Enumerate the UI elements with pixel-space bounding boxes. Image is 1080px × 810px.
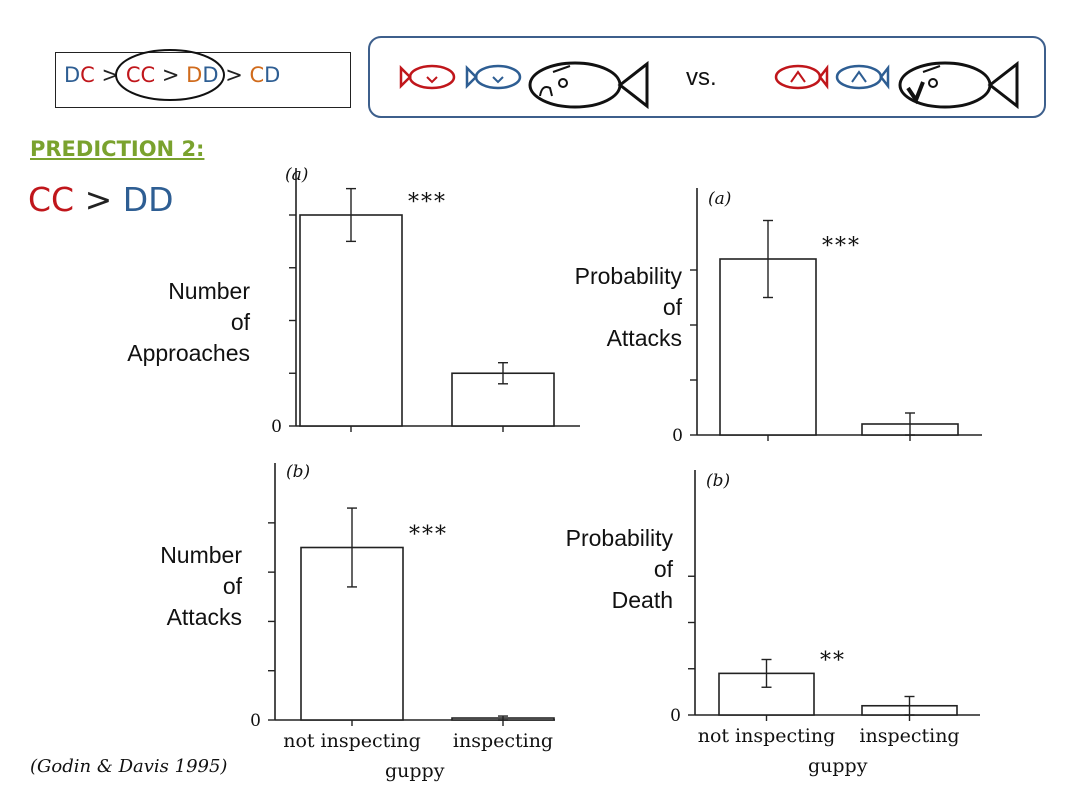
predator-fish-icon [898,60,1019,110]
chart-prob-death: 0 (b) ** not inspecting inspecting [670,470,980,747]
ylabel-line: Death [611,587,673,613]
panel-tag: (b) [706,471,730,491]
citation: (Godin & Davis 1995) [30,756,228,777]
category-label-0: not inspecting [283,730,421,752]
ylabel-line: of [230,309,250,335]
fish-illustration-left [399,60,649,110]
ylabel-line: Probability [574,263,682,289]
chart-approaches: 0 (a) *** [271,165,580,437]
significance-label: *** [408,190,447,215]
strategy-ordering-box [55,52,351,108]
hypothesis: CC > DD [28,180,174,219]
panel-tag: (a) [285,165,308,185]
significance-label: ** [820,648,846,673]
predator-fish-icon [528,60,649,110]
hypothesis-op: > [84,180,113,219]
category-label-0: not inspecting [698,725,836,747]
ylabel-line: Probability [565,525,673,551]
y-tick-label: 0 [250,711,261,731]
ylabel-line: Number [168,278,250,304]
panel-tag: (b) [286,462,310,482]
prediction-heading: PREDICTION 2: [30,137,205,161]
significance-label: *** [822,234,861,259]
fish-illustration-right [774,60,1019,110]
strategy-ordering: DC > CC > DD > CD [64,63,281,87]
fish-comparison-panel [368,36,1046,118]
ordering-dd: DD [186,63,219,87]
y-tick-label: 0 [672,426,683,446]
xlabel-guppy-left: guppy [385,760,445,782]
ordering-cd: CD [249,63,281,87]
blue-fish-icon [465,64,522,90]
ylabel-line: Approaches [127,340,250,366]
y-tick-label: 0 [670,706,681,726]
red-fish-icon [774,64,829,90]
ylabel-line: of [662,294,682,320]
category-label-1: inspecting [859,725,959,747]
ordering-cc: CC [125,63,156,87]
ordering-dc: DC [64,63,95,87]
ordering-highlight-ellipse [115,49,225,101]
bar-0 [299,214,403,427]
ylabel-line: of [222,573,242,599]
red-fish-icon [399,64,456,90]
ylabel-line: Attacks [166,604,242,630]
hypothesis-right: DD [122,180,174,219]
panel-tag: (a) [708,189,731,209]
significance-label: *** [409,523,448,548]
ylabel-line: Number [160,542,242,568]
ylabel-line: Attacks [606,325,682,351]
xlabel-guppy-right: guppy [808,755,868,777]
chart-attacks: 0 (b) *** not inspecting inspecting [250,462,555,752]
blue-fish-icon [835,64,890,90]
category-label-1: inspecting [453,730,553,752]
y-tick-label: 0 [271,417,282,437]
chart-prob-attacks: 0 (a) *** [672,188,982,446]
hypothesis-left: CC [28,180,75,219]
ylabel-line: of [653,556,673,582]
vs-label: vs. [686,64,717,91]
